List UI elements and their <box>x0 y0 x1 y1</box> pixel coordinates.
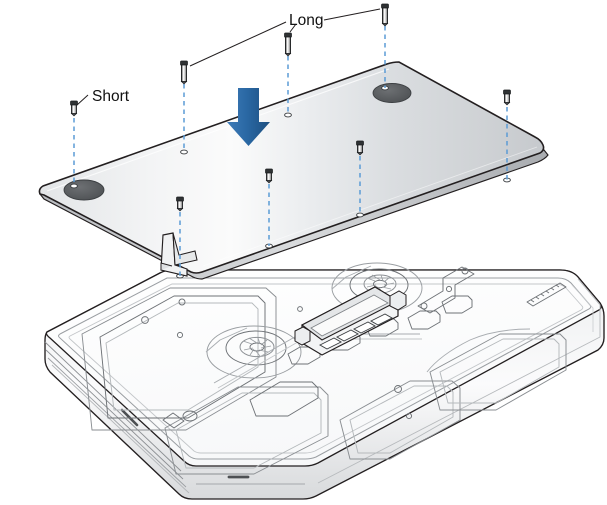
label-long: Long <box>289 12 323 29</box>
screw-short-4 <box>265 168 273 184</box>
screw-short-3 <box>356 140 364 156</box>
rubber-foot-right <box>372 83 412 103</box>
screw-callout-lines <box>73 26 508 276</box>
screw-long-2 <box>284 32 292 57</box>
screw-short-2 <box>503 89 511 106</box>
bottom-cover-plate <box>38 61 549 280</box>
screw-short-5 <box>176 196 184 212</box>
insert-arrow-icon <box>227 88 270 146</box>
label-leader-lines <box>76 8 381 106</box>
laptop-chassis <box>44 262 605 500</box>
screw-long-1 <box>180 60 188 85</box>
rubber-foot-left <box>63 179 105 201</box>
label-short: Short <box>92 88 130 105</box>
standing-bracket <box>160 232 198 277</box>
screw-long-3 <box>381 3 389 27</box>
screw-short-1 <box>70 100 78 117</box>
memory-module <box>294 286 407 356</box>
